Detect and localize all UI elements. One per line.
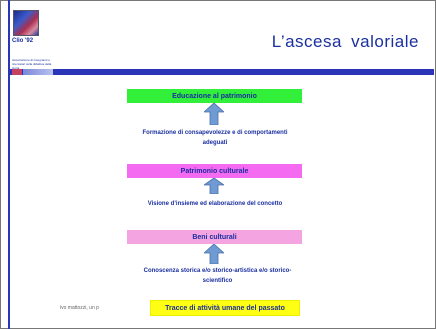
transition-text-3: Conoscenza storica e/o storico-artistica… <box>143 268 292 284</box>
up-arrow-icon <box>204 178 224 194</box>
level-box-tracce: Tracce di attività umane del passato <box>150 300 300 316</box>
logo-label: Clio '92 <box>12 38 34 44</box>
level-box-beni: Beni culturali <box>127 230 302 244</box>
up-arrow-icon <box>204 103 224 125</box>
transition-text-1: Formazione di consapevolezze e di compor… <box>142 130 288 146</box>
header-gradient-strip <box>23 69 53 75</box>
level-box-educazione: Educazione al patrimonio <box>127 89 302 103</box>
up-arrow-icon <box>204 244 224 264</box>
level-box-patrimonio: Patrimonio culturale <box>127 164 302 178</box>
transition-text-2: Visione d’insieme ed elaborazione del co… <box>147 201 283 207</box>
footer-text: ivo mattozzi, un p <box>60 305 99 311</box>
clio-logo-icon <box>13 10 39 36</box>
header-divider-bar <box>10 69 434 75</box>
flag-icon <box>12 69 22 75</box>
left-accent-bar <box>8 0 10 329</box>
slide-title: L’ascesa valoriale <box>271 32 419 51</box>
association-text: Associazione di insegnanti e ricercatori… <box>12 58 52 70</box>
